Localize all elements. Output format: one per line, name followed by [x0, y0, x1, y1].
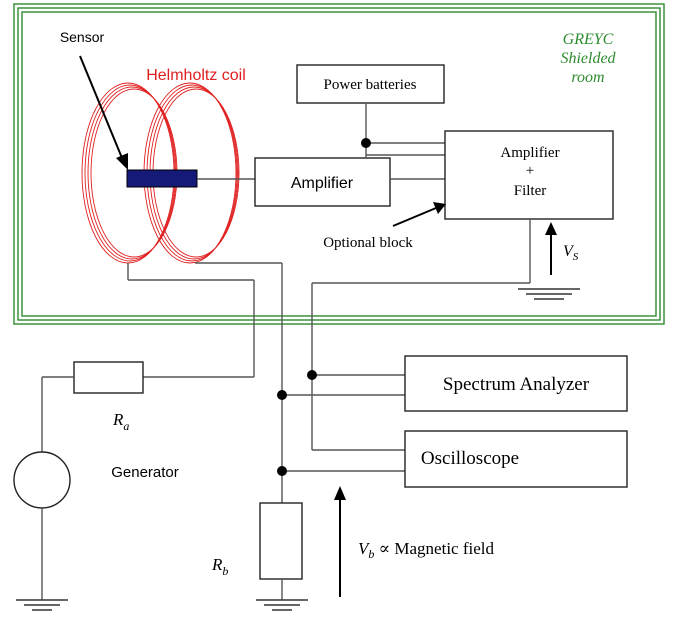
oscilloscope-label: Oscilloscope: [421, 448, 519, 469]
optional-block-label: Optional block: [323, 235, 413, 251]
room-label-line1: GREYC: [563, 31, 614, 48]
amp-filter-line1: Amplifier: [500, 145, 559, 161]
ground-icon: [16, 599, 68, 611]
resistor-rb: [259, 502, 303, 580]
amplifier-filter-box: [444, 130, 614, 220]
ground-icon: [518, 288, 580, 300]
ground-icon: [256, 599, 308, 611]
spectrum-analyzer-box: [404, 355, 628, 412]
resistor-ra: [73, 361, 144, 394]
spectrum-analyzer-label: Spectrum Analyzer: [443, 374, 590, 395]
power-batteries-label: Power batteries: [324, 77, 417, 93]
amplifier-box: [254, 157, 391, 207]
sensor-label: Sensor: [60, 29, 105, 45]
shielded-room-border: [13, 3, 665, 325]
junction-dot: [277, 390, 287, 400]
ra-label: Ra: [112, 410, 129, 433]
vb-arrow-icon: [334, 486, 346, 597]
vb-label: Vb ∝ Magnetic field: [358, 539, 494, 561]
optional-block-arrow-icon: [392, 202, 446, 227]
amp-filter-line2: +: [526, 163, 534, 179]
generator-icon: [13, 451, 71, 509]
sensor-bar-icon: [126, 169, 198, 188]
rb-label: Rb: [211, 555, 228, 578]
helmholtz-coil-label: Helmholtz coil: [146, 67, 246, 84]
junction-dot: [277, 466, 287, 476]
power-batteries-box: [296, 64, 445, 104]
amplifier-label: Amplifier: [291, 175, 354, 192]
vs-arrow-icon: [545, 222, 557, 275]
room-label-line2: Shielded: [560, 50, 616, 67]
junction-dot: [361, 138, 371, 148]
generator-label: Generator: [111, 464, 179, 481]
room-label-line3: room: [571, 69, 604, 86]
oscilloscope-box: [404, 430, 628, 488]
junction-dot: [307, 370, 317, 380]
amp-filter-line3: Filter: [514, 183, 547, 199]
vs-label: VS: [563, 243, 579, 263]
sensor-arrow-icon: [79, 55, 128, 170]
